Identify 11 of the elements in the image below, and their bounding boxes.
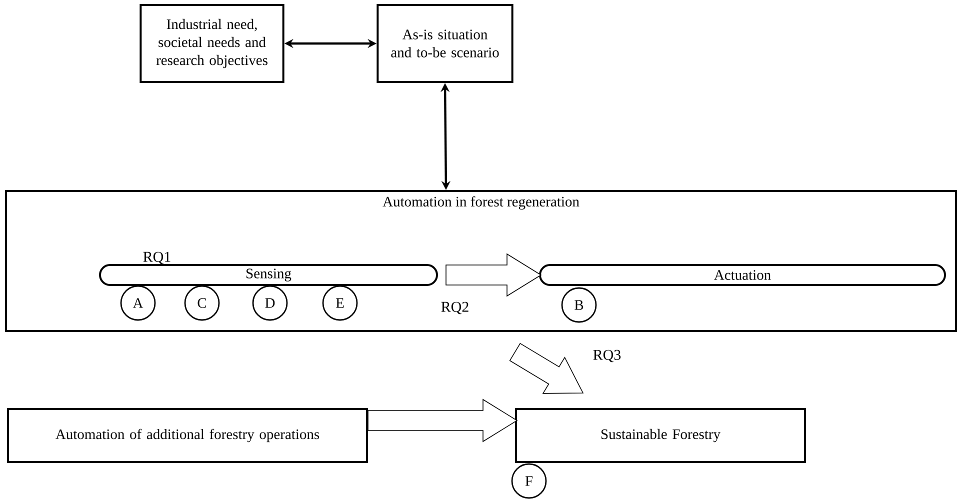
edge-label: RQ2 bbox=[441, 302, 468, 314]
question-label: RQ1 bbox=[143, 252, 170, 264]
rounded-box: Sensing bbox=[99, 264, 438, 286]
process-box: Industrial need, societal needs and research objectives bbox=[140, 4, 284, 83]
process-box: Automation of additional forestry operations bbox=[7, 408, 368, 463]
edge-label: RQ3 bbox=[593, 350, 621, 362]
rounded-box: Actuation bbox=[539, 264, 946, 286]
block-arrow bbox=[368, 398, 518, 442]
block-arrow bbox=[446, 253, 542, 297]
process-box: As-is situation and to-be scenario bbox=[376, 4, 514, 83]
process-box: Sustainable Forestry bbox=[515, 408, 806, 463]
